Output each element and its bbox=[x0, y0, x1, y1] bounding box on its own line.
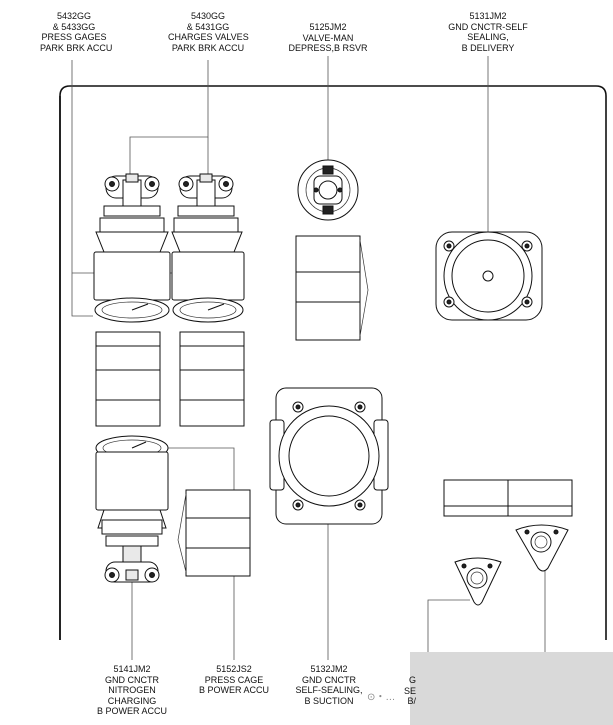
data-plate-right bbox=[179, 331, 245, 427]
label-press-gages: 5432GG & 5433GG PRESS GAGES PARK BRK ACC… bbox=[40, 11, 113, 53]
label-partial-right: G SE B/ bbox=[403, 675, 416, 706]
label-gnd-cnctr-delivery: 5131JM2 GND CNCTR-SELF SEALING, B DELIVE… bbox=[448, 11, 528, 53]
label-valve-man: 5125JM2 VALVE-MAN DEPRESS,B RSVR bbox=[288, 22, 368, 53]
data-plate-center-top bbox=[295, 235, 369, 341]
label-charges-valves: 5430GG & 5431GG CHARGES VALVES PARK BRK … bbox=[168, 11, 249, 53]
label-gnd-cnctr-nitrogen: 5141JM2 GND CNCTR NITROGEN CHARGING B PO… bbox=[96, 664, 167, 716]
accumulator-body-left bbox=[93, 251, 171, 301]
accumulator-body-right bbox=[171, 251, 245, 301]
valve-man-depress bbox=[297, 159, 359, 221]
accumulator-body-bottom bbox=[95, 451, 169, 511]
data-plate-left bbox=[95, 331, 161, 427]
triangle-fitting-left bbox=[454, 557, 502, 606]
data-plate-right-lower bbox=[443, 479, 573, 517]
charge-valve-left bbox=[95, 173, 169, 253]
pressure-gauge-left bbox=[94, 297, 170, 323]
label-press-cage: 5152JS2 PRESS CAGE B POWER ACCU bbox=[198, 664, 269, 695]
triangle-fitting-right bbox=[515, 524, 569, 572]
label-gnd-cnctr-suction: 5132JM2 GND CNCTR SELF-SEALING, B SUCTIO… bbox=[295, 664, 363, 706]
panel-outline bbox=[59, 85, 607, 640]
watermark: ⊙・… bbox=[367, 692, 396, 703]
b-power-accumulator bbox=[95, 435, 169, 583]
data-plate-bottom-left bbox=[177, 489, 251, 577]
gnd-cnctr-suction bbox=[269, 387, 389, 525]
gnd-cnctr-delivery bbox=[435, 231, 543, 321]
park-brk-accumulator-left bbox=[93, 173, 245, 427]
charge-valve-right bbox=[171, 173, 243, 253]
obscured-region bbox=[410, 652, 613, 725]
pressure-gauge-right bbox=[172, 297, 244, 323]
